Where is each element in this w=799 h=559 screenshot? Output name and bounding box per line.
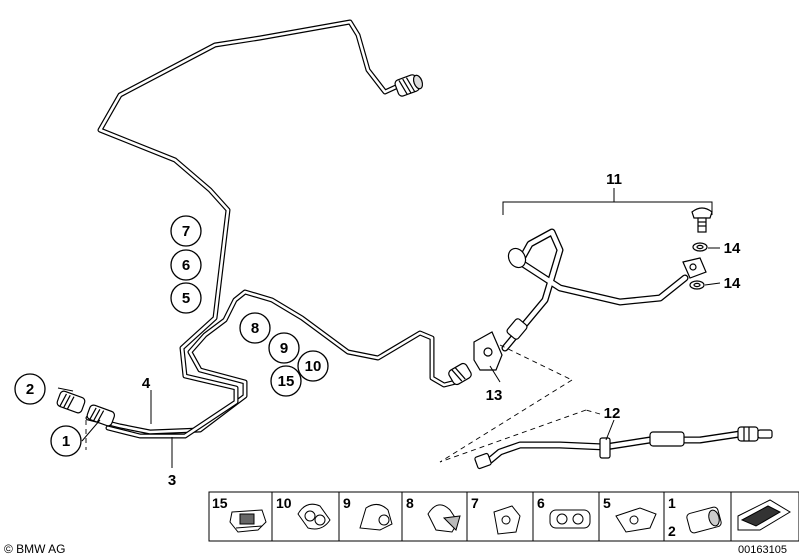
hose-nut-icon <box>686 506 722 534</box>
svg-text:9: 9 <box>280 340 288 357</box>
group-bracket-11 <box>502 188 713 215</box>
svg-text:7: 7 <box>182 223 190 240</box>
callout-6: 6 <box>170 249 202 281</box>
holder-icon <box>359 504 393 531</box>
expanding-rivet-icon <box>427 504 461 533</box>
tray-num-1: 1 <box>668 495 676 511</box>
callout-2: 2 <box>14 373 46 405</box>
svg-text:1: 1 <box>62 433 70 450</box>
hose-12-fittings <box>474 426 773 470</box>
clip-icon <box>229 509 267 533</box>
grommet-icon <box>493 505 521 535</box>
tray-num-6: 6 <box>537 495 545 511</box>
dashed-hint-lines <box>85 344 601 463</box>
callout-7: 7 <box>170 215 202 247</box>
svg-text:15: 15 <box>278 373 295 390</box>
callout-11: 11 <box>606 171 622 188</box>
callout-8: 8 <box>239 312 271 344</box>
brake-hose-12 <box>484 430 744 466</box>
bracket-13 <box>473 331 503 371</box>
top-hose-nut <box>394 74 424 97</box>
callout-12: 12 <box>604 405 621 422</box>
tray-num-2: 2 <box>668 523 676 539</box>
callout-5: 5 <box>170 282 202 314</box>
tray-num-7: 7 <box>471 495 479 511</box>
tray-num-5: 5 <box>603 495 611 511</box>
hose-11-fittings <box>506 247 707 340</box>
double-clip-icon <box>297 503 331 530</box>
callout-3: 3 <box>168 472 176 489</box>
leader-lines <box>57 247 721 468</box>
svg-text:6: 6 <box>182 257 190 274</box>
callout-13: 13 <box>486 387 503 404</box>
pipe-holder-icon <box>549 509 591 529</box>
callout-1: 1 <box>50 425 82 457</box>
arrow-icon <box>737 499 791 531</box>
svg-text:10: 10 <box>305 358 322 375</box>
brake-pipe-main <box>85 19 459 439</box>
tray-num-10: 10 <box>276 495 292 511</box>
callout-4: 4 <box>142 375 151 392</box>
callout-15: 15 <box>270 365 302 397</box>
diagram-code: 00163105 <box>738 544 787 556</box>
tray-num-15: 15 <box>212 495 228 511</box>
svg-text:2: 2 <box>26 381 34 398</box>
callout-14-lower: 14 <box>724 275 741 292</box>
tray-num-8: 8 <box>406 495 414 511</box>
callout-14-upper: 14 <box>724 240 741 257</box>
callout-10: 10 <box>297 350 329 382</box>
tray-num-9: 9 <box>343 495 351 511</box>
svg-text:5: 5 <box>182 290 190 307</box>
brake-hose-11 <box>501 228 689 352</box>
copyright-text: © BMW AG <box>4 542 66 556</box>
pipe-clip-icon <box>615 507 657 533</box>
middle-hose-nut <box>448 362 472 386</box>
bolt-and-washers <box>689 207 713 290</box>
svg-text:8: 8 <box>251 320 259 337</box>
callout-9: 9 <box>268 332 300 364</box>
